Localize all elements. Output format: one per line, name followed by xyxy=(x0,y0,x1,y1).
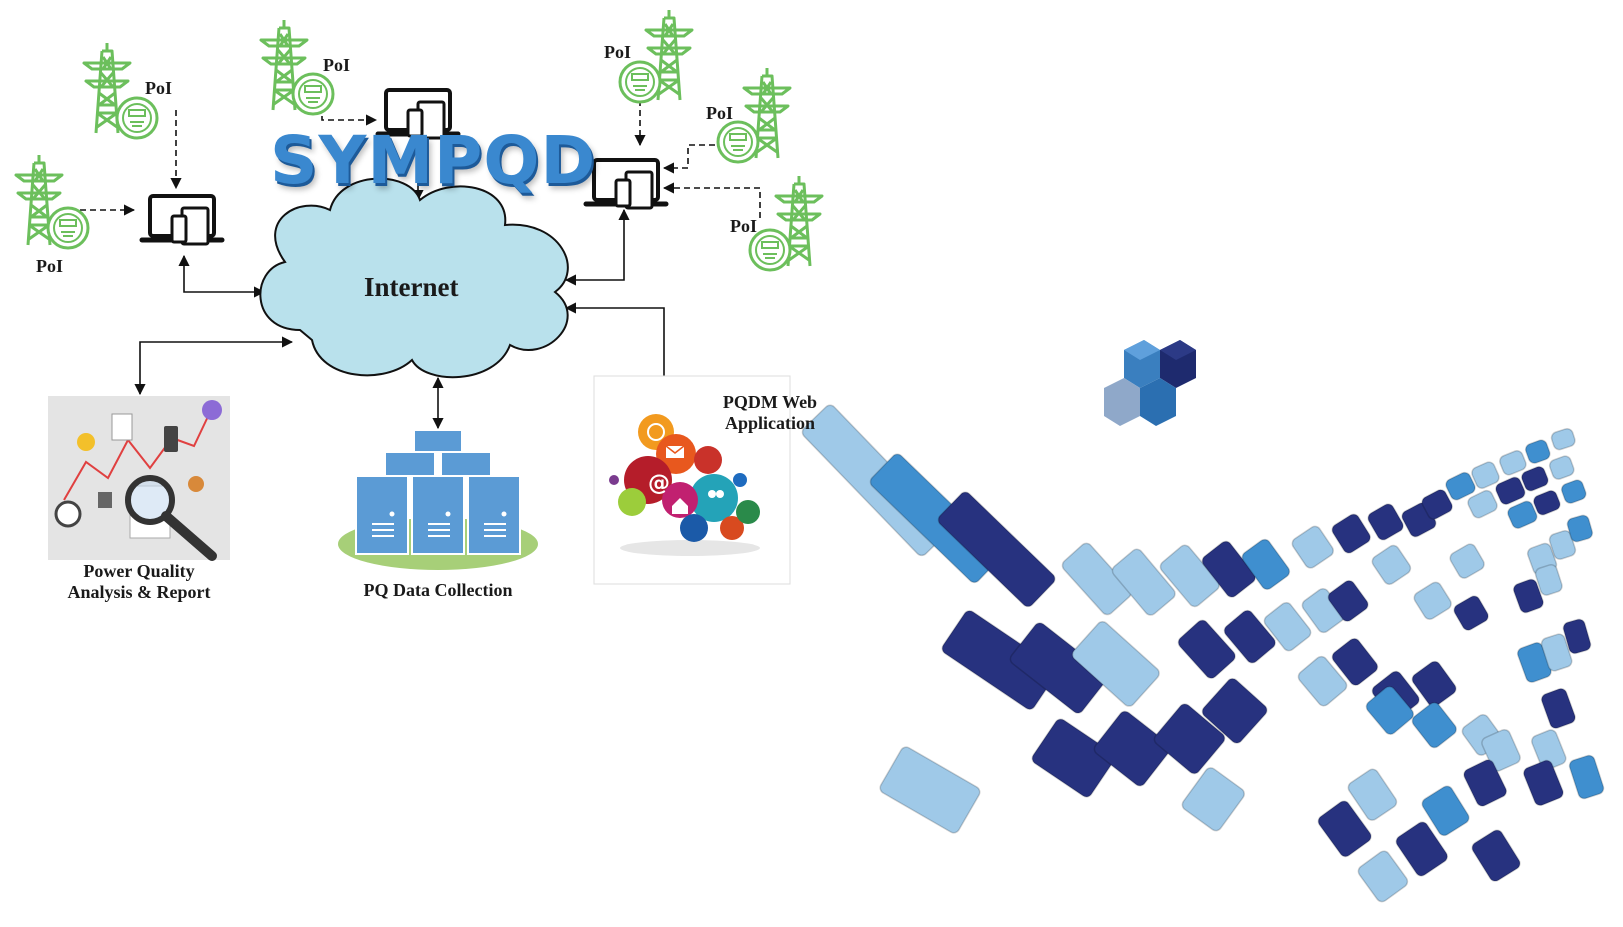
poi-label-2: PoI xyxy=(36,256,63,276)
decorative-tile xyxy=(1521,466,1549,492)
poi-tower-2 xyxy=(14,153,90,250)
server-cluster-icon xyxy=(338,429,538,570)
analytics-report-icon xyxy=(48,396,230,561)
decorative-tile xyxy=(1467,489,1498,519)
decorative-tile xyxy=(1550,428,1576,451)
decorative-tile xyxy=(1327,579,1369,622)
decorative-tile xyxy=(1071,621,1160,707)
decorative-tile xyxy=(1201,678,1268,744)
decorative-tile xyxy=(1297,655,1348,707)
analysis-label-line1: Power Quality xyxy=(83,561,195,581)
poi-tower-6 xyxy=(748,174,824,272)
decorative-tile xyxy=(1331,637,1379,686)
decorative-tile xyxy=(1534,564,1563,596)
decorative-tile xyxy=(1357,850,1409,903)
poi-label-6: PoI xyxy=(730,216,757,236)
decorative-tile xyxy=(1153,703,1226,775)
decorative-tile xyxy=(1291,525,1334,569)
decorative-tile xyxy=(1495,476,1526,505)
decorative-tile xyxy=(1548,455,1575,480)
internet-cloud-icon xyxy=(259,177,569,379)
decorative-tile xyxy=(1061,542,1132,616)
poi-label-5: PoI xyxy=(706,103,733,123)
decorative-tile xyxy=(1223,609,1276,664)
decorative-tile xyxy=(1411,701,1457,749)
decorative-tile xyxy=(1371,544,1412,585)
poi-label-4: PoI xyxy=(604,42,631,62)
decorative-tile xyxy=(1445,471,1476,501)
webapp-label-line2: Application xyxy=(724,412,816,433)
web-application-icon: @ xyxy=(593,375,791,585)
decorative-tile xyxy=(1566,514,1594,543)
decorative-tile xyxy=(1523,759,1564,807)
decorative-tile xyxy=(1548,530,1577,560)
decorative-tile xyxy=(1365,685,1415,735)
decorative-tile xyxy=(1453,595,1489,631)
decorative-tile xyxy=(1181,767,1245,832)
decorative-tile xyxy=(1449,543,1485,579)
webapp-label-line1: PQDM Web xyxy=(722,392,818,412)
poi-label-3: PoI xyxy=(323,55,350,75)
devices-icon-left xyxy=(142,196,222,244)
decorative-tile xyxy=(1471,461,1500,489)
decorative-tile xyxy=(1533,490,1561,516)
decorative-tile xyxy=(1201,540,1256,598)
decorative-tile xyxy=(1367,503,1404,541)
decorative-tile xyxy=(1499,450,1527,476)
decorative-tile xyxy=(1562,618,1592,655)
decorative-tile xyxy=(1512,578,1544,614)
decorative-tile xyxy=(937,491,1056,608)
decorative-tile xyxy=(1471,829,1521,882)
decorative-tile xyxy=(1241,538,1291,590)
decorative-tile xyxy=(1093,710,1172,787)
decorative-tile xyxy=(1347,768,1398,821)
decorative-tile xyxy=(1524,439,1551,464)
decorative-tile xyxy=(1421,489,1453,520)
decorative-tile xyxy=(1263,601,1312,652)
svg-text:@: @ xyxy=(648,471,670,496)
sympqd-title: SYMPQD xyxy=(270,122,597,199)
decorative-tile xyxy=(1413,581,1452,620)
decorative-tile xyxy=(1463,759,1508,807)
decorative-tile xyxy=(1411,660,1457,708)
decorative-tile xyxy=(1317,800,1372,858)
decorative-tile xyxy=(1395,821,1448,877)
decorative-tile xyxy=(1560,479,1587,504)
decorative-tile xyxy=(1177,619,1236,679)
decorative-tile xyxy=(1481,728,1521,772)
poi-label-1: PoI xyxy=(145,78,172,98)
decorative-tile xyxy=(1421,785,1470,837)
analysis-label-line2: Analysis & Report xyxy=(67,581,211,602)
decorative-tile xyxy=(879,746,981,834)
collection-label: PQ Data Collection xyxy=(363,580,513,600)
decorative-tile xyxy=(1540,633,1573,672)
decorative-tile xyxy=(1531,729,1567,771)
decorative-tile xyxy=(1331,513,1371,554)
internet-label: Internet xyxy=(364,272,459,302)
decorative-tile xyxy=(941,610,1058,710)
decorative-tile xyxy=(1507,500,1538,529)
decorative-tile xyxy=(1568,754,1605,800)
webapp-label: PQDM Web Application xyxy=(700,392,840,433)
analysis-label: Power Quality Analysis & Report xyxy=(50,561,228,602)
cube-logo-icon xyxy=(1104,340,1196,426)
decorative-tile xyxy=(1540,688,1576,729)
devices-icon-right xyxy=(586,160,666,208)
decorative-tile xyxy=(1031,718,1116,798)
decorative-tile xyxy=(1009,622,1109,714)
decorative-tiles xyxy=(801,340,1605,903)
decorative-tile xyxy=(1111,548,1176,616)
